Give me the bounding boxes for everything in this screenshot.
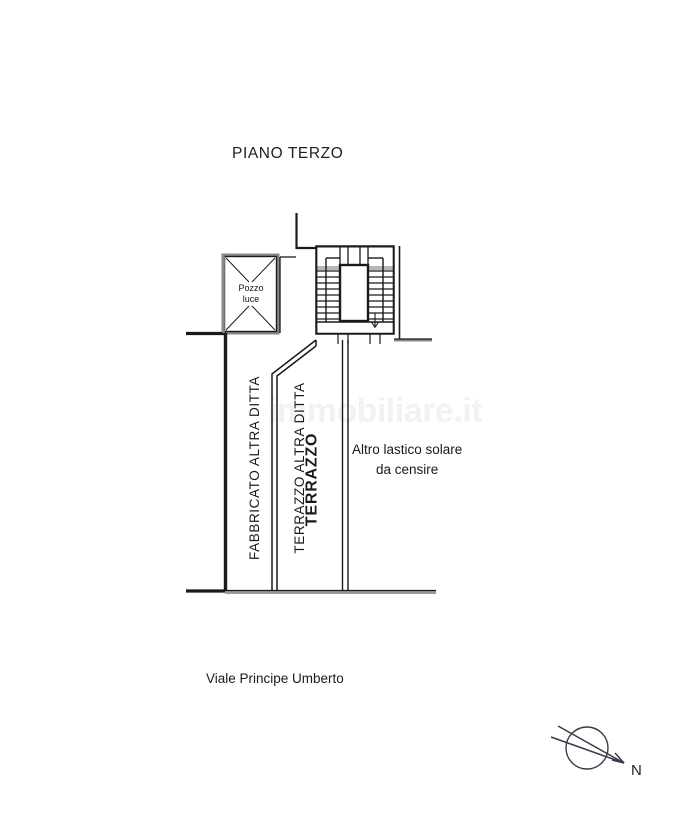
top-wall-stub	[295, 213, 316, 250]
wall-right-of-stairs	[394, 338, 432, 342]
lastrico-label-line1: Altro lastico solare	[352, 442, 463, 457]
landing-corridor-top	[279, 256, 296, 333]
pozzo-luce-label-line1: Pozzo	[238, 283, 264, 293]
terrazzo-label: TERRAZZO	[303, 432, 321, 527]
bottom-perimeter-wall	[186, 589, 436, 594]
pozzo-luce-label-line2: luce	[242, 293, 260, 304]
pozzo-luce-diagonals	[225, 257, 276, 331]
terrazzo-angled-wall	[271, 339, 317, 591]
lastrico-label-line2: da censire	[376, 462, 439, 478]
compass-north-label: N	[631, 762, 642, 779]
street-label: Viale Principe Umberto	[206, 671, 344, 686]
stair-direction-arrow-icon	[371, 313, 379, 328]
stairwell-vano-scala	[315, 245, 395, 344]
compass-rose-icon	[550, 725, 625, 770]
terrazzo-right-boundary	[341, 340, 349, 591]
pozzo-luce-label: Pozzo luce	[226, 283, 276, 305]
fabbricato-altra-ditta-label: FABBRICATO ALTRA DITTA	[247, 375, 263, 560]
stair-treads-left	[317, 270, 340, 320]
lastrico-solare-label: Altro lastico solare da censire	[352, 440, 462, 481]
stair-treads-right	[368, 270, 393, 320]
page-title: PIANO TERZO	[232, 145, 344, 162]
party-wall-left	[186, 331, 228, 591]
